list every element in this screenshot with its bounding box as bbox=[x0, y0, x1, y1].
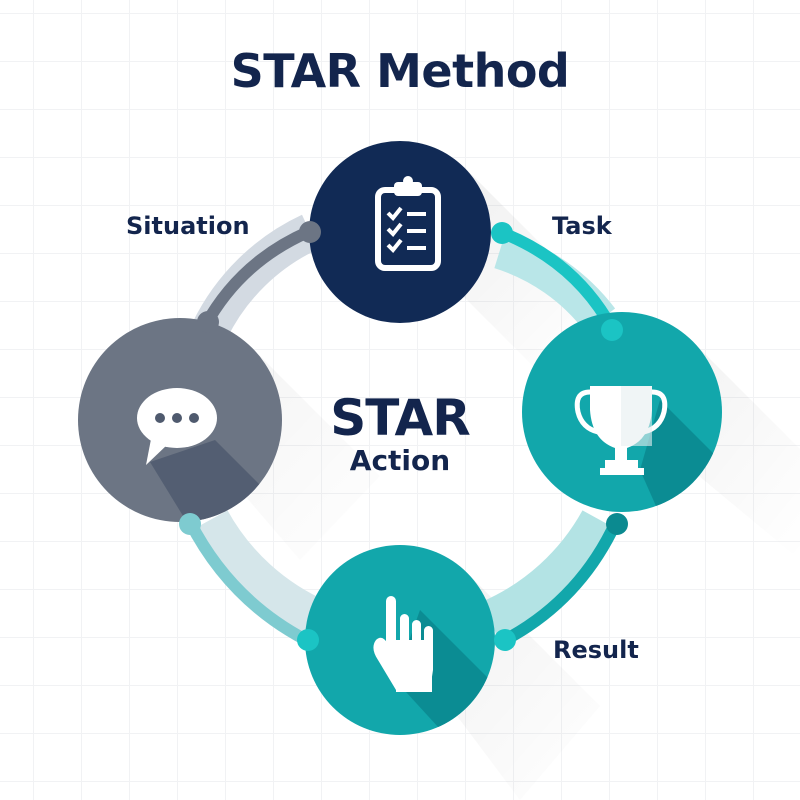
center-label-action: Action bbox=[349, 444, 451, 477]
label-situation: Situation bbox=[126, 212, 250, 240]
connector-dots bbox=[179, 221, 628, 651]
connectors bbox=[184, 226, 622, 646]
raised-hand-icon bbox=[373, 596, 433, 692]
clipboard-checklist-icon bbox=[375, 176, 441, 271]
node-situation bbox=[78, 318, 282, 522]
center-label: STAR Action bbox=[300, 392, 500, 478]
speech-bubble-icon bbox=[137, 388, 217, 465]
diagram-title: STAR Method bbox=[230, 44, 570, 98]
label-result: Result bbox=[553, 636, 639, 664]
trophy-icon bbox=[574, 386, 668, 475]
node-task bbox=[309, 141, 491, 323]
center-label-star: STAR bbox=[330, 389, 470, 447]
label-task: Task bbox=[552, 212, 612, 240]
